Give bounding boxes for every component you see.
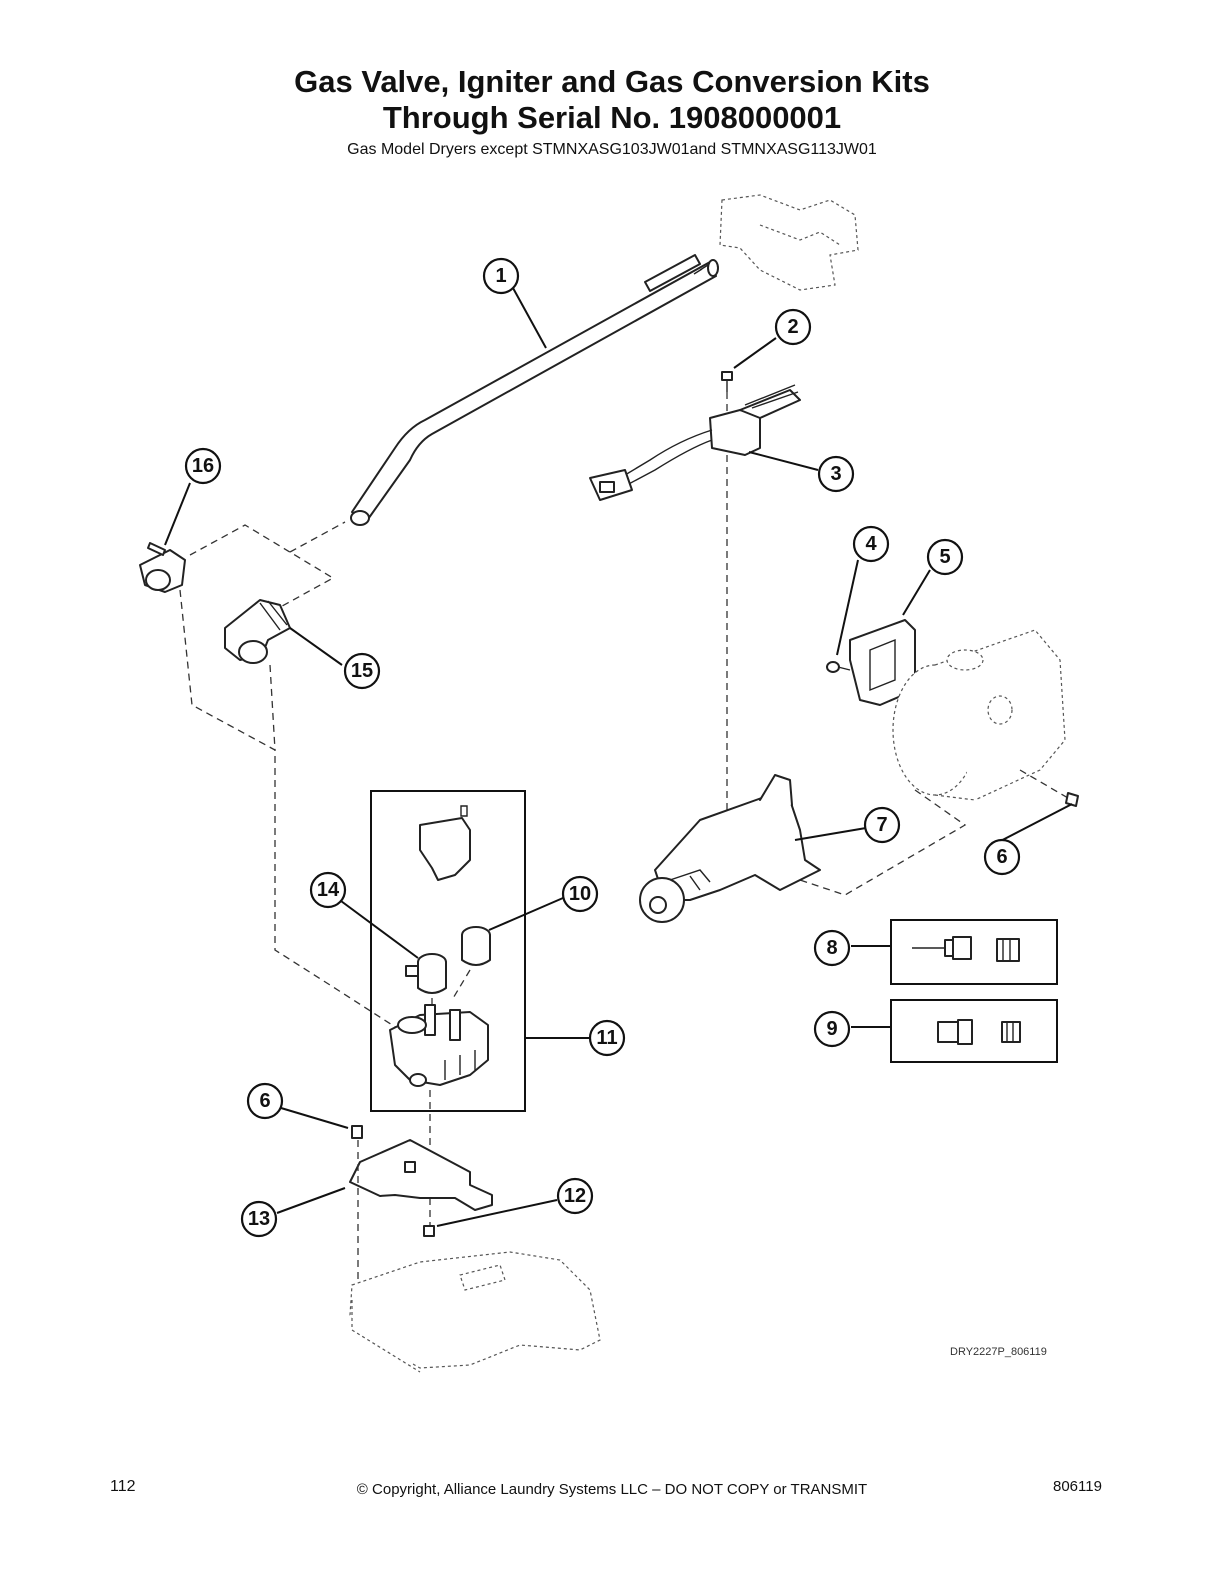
callout-13: 13 [240, 1200, 278, 1238]
elbow-fitting-part [224, 599, 291, 664]
igniter-part [589, 384, 801, 501]
callout-12: 12 [556, 1177, 594, 1215]
callout-6-left: 6 [246, 1082, 284, 1120]
callout-8-label: 8 [826, 937, 837, 959]
callout-15: 15 [343, 652, 381, 690]
page-title: Gas Valve, Igniter and Gas Conversion Ki… [294, 64, 930, 99]
mounting-plate-part [349, 1139, 493, 1211]
shutoff-valve-part [139, 542, 186, 593]
leader-lines [164, 287, 1073, 1227]
callout-6-right: 6 [983, 838, 1021, 876]
callout-15-label: 15 [351, 660, 373, 682]
conversion-kit-box-9 [890, 999, 1058, 1063]
document-number: 806119 [1053, 1478, 1102, 1495]
callout-2: 2 [774, 308, 812, 346]
natural-gas-orifice-part [937, 1019, 1021, 1045]
callout-10: 10 [561, 875, 599, 913]
callout-6-left-label: 6 [259, 1090, 270, 1112]
igniter-screw-part [721, 371, 733, 392]
bracket-screw-part [826, 661, 851, 673]
ghost-base [349, 1251, 601, 1373]
callout-4: 4 [852, 525, 890, 563]
callout-1: 1 [482, 257, 520, 295]
igniter-bracket-part [849, 619, 916, 706]
valve-screw-part [423, 1225, 435, 1237]
ghost-mount-top [719, 194, 859, 291]
callout-14: 14 [309, 871, 347, 909]
callout-8: 8 [813, 929, 851, 967]
burner-tube-ghost [892, 629, 1066, 801]
coil-part [461, 926, 491, 966]
callout-6-right-label: 6 [996, 846, 1007, 868]
copyright-notice: © Copyright, Alliance Laundry Systems LL… [356, 1481, 868, 1498]
page-subtitle: Gas Model Dryers except STMNXASG103JW01a… [347, 141, 877, 158]
callout-12-label: 12 [564, 1185, 586, 1207]
gas-pipe-part [350, 254, 719, 526]
callout-11-label: 11 [596, 1027, 617, 1049]
drawing-code: DRY2227P_806119 [950, 1346, 1047, 1358]
valve-bracket-part [419, 805, 471, 881]
callout-9-label: 9 [826, 1018, 837, 1040]
callout-3: 3 [817, 455, 855, 493]
callout-7-label: 7 [876, 814, 887, 836]
callout-10-label: 10 [569, 883, 591, 905]
plate-screw-part [351, 1125, 363, 1139]
callout-5: 5 [926, 538, 964, 576]
page-number: 112 [110, 1478, 136, 1495]
burner-assembly-part [639, 774, 821, 923]
callout-4-label: 4 [865, 533, 877, 555]
lp-orifice-part [912, 936, 1020, 962]
callout-3-label: 3 [830, 463, 841, 485]
burner-screw-part [1065, 792, 1079, 807]
callout-2-label: 2 [787, 316, 798, 338]
conversion-kit-box-8 [890, 919, 1058, 985]
callout-11: 11 [588, 1019, 626, 1057]
gas-valve-box [370, 790, 526, 1112]
callout-1-label: 1 [495, 265, 506, 287]
callout-9: 9 [813, 1010, 851, 1048]
gas-valve-body-part [389, 1004, 489, 1087]
callout-14-label: 14 [317, 879, 340, 901]
callout-16-label: 16 [192, 455, 214, 477]
page-title-serial: Through Serial No. 1908000001 [382, 100, 842, 135]
callout-16: 16 [184, 447, 222, 485]
callout-13-label: 13 [248, 1208, 270, 1230]
coil-secondary-part [405, 953, 447, 994]
callout-5-label: 5 [939, 546, 950, 568]
callout-7: 7 [863, 806, 901, 844]
